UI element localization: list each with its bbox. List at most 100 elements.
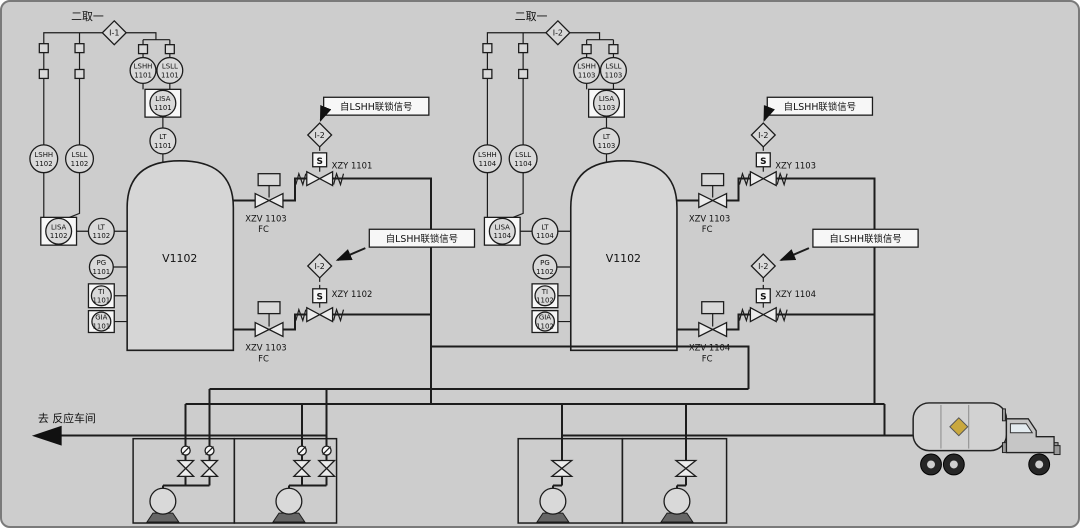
bubble-label-line1: LISA: [51, 223, 66, 231]
solenoid-tag: XZY 1103: [775, 161, 816, 171]
control-valve-body: [698, 321, 715, 338]
junction-box: [74, 68, 85, 80]
level-transmitter-bubble: [531, 217, 559, 245]
junction-box: [608, 44, 619, 55]
bubble-label-line2: 1101: [154, 142, 172, 150]
hazard-placard-icon: [949, 417, 969, 437]
bubble-label-line2: 1102: [93, 232, 111, 240]
interlock-logic-diamond: [306, 122, 333, 148]
wheel-hub: [949, 460, 958, 469]
solenoid-box: [312, 152, 328, 168]
destination-label: 去 反应车间: [38, 411, 96, 425]
wheel-hub: [1035, 460, 1044, 469]
solenoid-tag: XZY 1101: [332, 161, 373, 171]
junction-box: [164, 44, 175, 55]
interlock-logic-diamond: [750, 122, 777, 148]
bottom-manifold: 去 反应车间: [31, 345, 914, 524]
vessel-body: [569, 159, 678, 352]
bubble-label-line1: LISA: [155, 95, 170, 103]
bubble-label-line2: 1102: [71, 160, 89, 168]
signal-arrow: [335, 247, 366, 261]
bubble-label-line1: LISA: [599, 95, 614, 103]
exhaust-stack: [1001, 408, 1006, 422]
bubble-label-line1: LSLL: [605, 62, 621, 70]
junction-box: [38, 43, 49, 54]
bubble-label-line1: LT: [159, 133, 167, 141]
instrument-links: [142, 83, 171, 165]
instrument-links: [586, 83, 615, 165]
selector-tag: I-1: [109, 29, 119, 38]
temperature-indicator-bubble: [534, 285, 556, 307]
inline-fitting: [180, 445, 332, 456]
interlock-signal-label: 自LSHH联锁信号: [386, 233, 458, 245]
interlock-signal-label: 自LSHH联锁信号: [340, 101, 412, 113]
bubble-label-line2: 1102: [536, 323, 554, 331]
level-indicator-bubble: [149, 89, 177, 117]
tank-truck: [912, 402, 1061, 476]
pump-3: [536, 487, 570, 523]
cab-window: [1009, 423, 1034, 434]
front-bumper: [1053, 445, 1061, 456]
bubble-label-line1: LT: [603, 133, 611, 141]
signal-arrow: [319, 104, 332, 122]
interlock-signal-label: 自LSHH联锁信号: [784, 101, 856, 113]
control-valve-body: [254, 321, 271, 338]
bubble-label-line1: LSLL: [72, 151, 88, 159]
bubble-label-line1: PG: [97, 259, 107, 267]
vessel-tag: V1102: [606, 252, 641, 265]
valve-fail-code: FC: [258, 224, 269, 234]
train-b: 二取一 I-2 LSHH 1103 LSLL 1103 LISA 1103 LT…: [472, 10, 919, 404]
junction-box: [74, 43, 85, 54]
interlock-signal-box: [812, 228, 919, 248]
bubble-label-line2: 1101: [154, 104, 172, 112]
junction-box: [581, 44, 592, 55]
vessel-tag: V1102: [162, 252, 197, 265]
bubble-label-line1: GIA: [95, 314, 107, 322]
bubble-label-line2: 1104: [479, 160, 497, 168]
process-piping: [233, 177, 432, 404]
pump-bay: [621, 437, 728, 524]
two-out-of-one-label: 二取一: [71, 10, 104, 23]
interlock-logic-tag: I-2: [315, 131, 325, 140]
bubble-label-line2: 1101: [134, 71, 152, 79]
interlock-signal-box: [368, 228, 476, 248]
bubble-label-line1: LSHH: [577, 62, 596, 70]
level-transmitter-bubble: [149, 127, 177, 155]
bubble-label-line1: LSHH: [134, 62, 153, 70]
bubble-label-line2: 1102: [536, 297, 554, 305]
valve-actuator: [257, 301, 281, 315]
bubble-label-line1: LSLL: [162, 62, 178, 70]
gas-alarm-bubble: [91, 311, 112, 332]
selector-signal-lines: [43, 32, 171, 145]
level-transmitter-bubble: [87, 217, 115, 245]
valve-tag: XZV 1103: [245, 342, 286, 352]
block-valve: [176, 459, 698, 478]
junction-box: [38, 68, 49, 80]
bubble-label-line2: 1101: [161, 71, 179, 79]
solenoid-tag: XZY 1104: [775, 289, 816, 299]
instrument-links: [486, 172, 571, 323]
control-valve-body: [267, 192, 284, 209]
interlock-logic-diamond: [306, 253, 333, 279]
bubble-label-line2: 1101: [93, 297, 111, 305]
solenoid-tag: XZY 1102: [332, 289, 373, 299]
valve-tag: XZV 1103: [689, 213, 730, 223]
interlock-logic-tag: I-2: [758, 131, 768, 140]
valve-actuator: [701, 301, 725, 315]
temperature-indicator-bubble: [90, 285, 112, 307]
shutoff-valve-body: [318, 306, 334, 323]
solenoid-box: [755, 152, 771, 168]
instrument-links: [43, 172, 128, 323]
train-a: 二取一 I-1 LSHH 1101 LSLL 1101 LISA 1101 LT…: [29, 10, 476, 404]
pump-bay: [517, 437, 624, 524]
solenoid-letter: S: [316, 293, 322, 303]
bubble-label-line2: 1104: [536, 232, 554, 240]
control-valve-body: [711, 321, 728, 338]
header-piping: [45, 345, 914, 489]
bubble-label-line1: TI: [541, 288, 548, 296]
spring-marks: [738, 307, 788, 323]
bubble-label-line1: LSLL: [515, 151, 531, 159]
spring-marks: [295, 307, 345, 323]
wheel-hub: [927, 460, 935, 469]
